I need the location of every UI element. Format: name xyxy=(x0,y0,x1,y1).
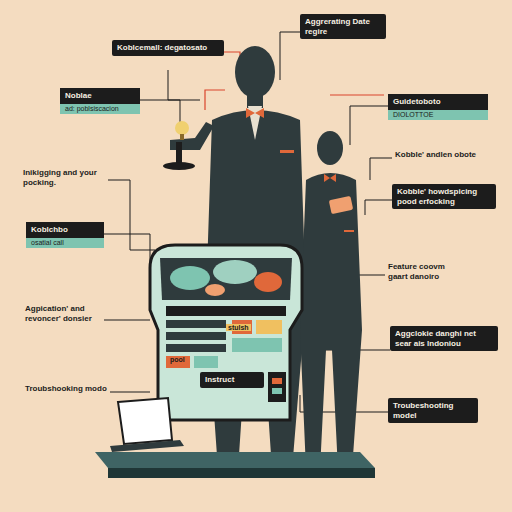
callout-subtext: ad: poblsiscacion xyxy=(60,104,140,114)
callout-label: Kobble' andlen obote xyxy=(395,150,483,160)
platform xyxy=(95,452,375,478)
callout-subtext: osatial call xyxy=(26,238,104,248)
callout-label: Troubeshooting model xyxy=(393,401,473,420)
machine xyxy=(150,245,302,420)
callout-label: Guidetoboto xyxy=(388,94,488,110)
callout-text: Kobble' andlen obote xyxy=(392,148,486,162)
callout-tag: GuidetobotoDIOLOTTOE xyxy=(388,94,488,120)
callout-text: Agpication' and revoncer' donsier xyxy=(22,302,104,325)
callout-text: Feature coovm gaart danoiro xyxy=(385,260,467,283)
callout-label: Inikigging and your pocking. xyxy=(23,168,105,187)
callout-label: Kobble' howdspicing pood erfocking xyxy=(397,187,491,206)
laptop xyxy=(110,398,184,452)
panel-label: pool xyxy=(168,356,187,363)
leader-line xyxy=(106,180,155,250)
callout-tag: Koblchboosatial call xyxy=(26,222,104,248)
leader-line xyxy=(370,158,392,180)
callout-label: Aggrerating Date regire xyxy=(305,17,381,36)
callout-label: Feature coovm gaart danoiro xyxy=(388,262,464,281)
callout-label: Aggclokie danghi net sear ais lndoniou xyxy=(395,329,493,348)
leader-line xyxy=(350,106,388,145)
leader-line xyxy=(102,320,150,321)
callout-subtext: DIOLOTTOE xyxy=(388,110,488,120)
callout-label: Koblcemall: degatosato xyxy=(117,43,219,53)
callout-label: Agpication' and revoncer' donsier xyxy=(25,304,101,323)
callout-box: Aggclokie danghi net sear ais lndoniou xyxy=(390,326,498,351)
callout-label: Instruct xyxy=(205,375,259,385)
callout-label: Noblae xyxy=(60,88,140,104)
leader-line xyxy=(168,70,200,100)
callout-box: Koblcemall: degatosato xyxy=(112,40,224,56)
small-figure xyxy=(300,131,362,470)
callout-box: Aggrerating Date regire xyxy=(300,14,386,39)
leader-line xyxy=(102,234,150,275)
callout-box: Instruct xyxy=(200,372,264,388)
callout-box: Troubeshooting model xyxy=(388,398,478,423)
callout-text: Troubshooking modo xyxy=(22,382,110,396)
leader-line xyxy=(108,392,150,393)
callout-text: Inikigging and your pocking. xyxy=(20,166,108,189)
leader-line xyxy=(138,100,180,128)
leader-line xyxy=(365,200,392,215)
callout-box: Kobble' howdspicing pood erfocking xyxy=(392,184,496,209)
leader-line xyxy=(330,94,384,95)
leader-line xyxy=(205,90,225,110)
callout-tag: Noblaead: poblsiscacion xyxy=(60,88,140,114)
callout-label: Koblchbo xyxy=(26,222,104,238)
panel-label: stulsh xyxy=(226,324,251,331)
callout-label: Troubshooking modo xyxy=(25,384,107,394)
leader-line xyxy=(280,32,300,80)
